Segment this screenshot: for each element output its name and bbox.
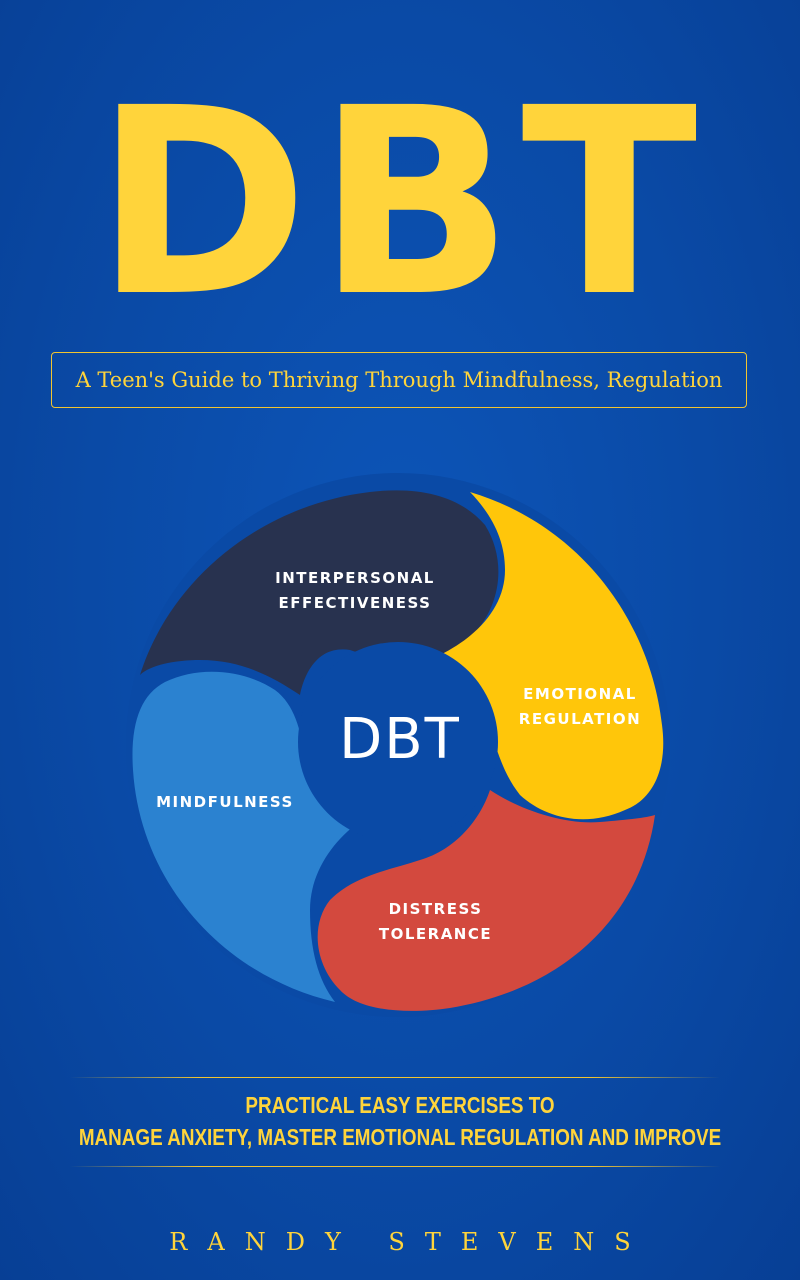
label-distress: DISTRESS TOLERANCE [378, 900, 493, 943]
author-name: RANDY STEVENS [169, 1228, 651, 1256]
tagline-line-1: PRACTICAL EASY EXERCISES TO [245, 1092, 555, 1118]
divider-top [70, 1077, 720, 1078]
dbt-skills-diagram: DBT INTERPERSONAL EFFECTIVENESS EMOTIONA… [0, 470, 800, 1030]
subtitle-frame: A Teen's Guide to Thriving Through Mindf… [51, 352, 747, 408]
book-subtitle: A Teen's Guide to Thriving Through Mindf… [75, 368, 723, 392]
label-emotional: EMOTIONAL REGULATION [518, 685, 642, 728]
diagram-graphic [126, 473, 670, 1017]
book-title: DBT [94, 53, 706, 353]
label-mindfulness: MINDFULNESS [156, 793, 294, 811]
divider-bottom [70, 1166, 720, 1167]
diagram-core [298, 642, 498, 842]
diagram-center-label: DBT [339, 707, 461, 772]
label-interpersonal: INTERPERSONAL EFFECTIVENESS [275, 569, 435, 612]
tagline-line-2: MANAGE ANXIETY, MASTER EMOTIONAL REGULAT… [78, 1124, 722, 1150]
segment-distress [317, 790, 655, 1011]
